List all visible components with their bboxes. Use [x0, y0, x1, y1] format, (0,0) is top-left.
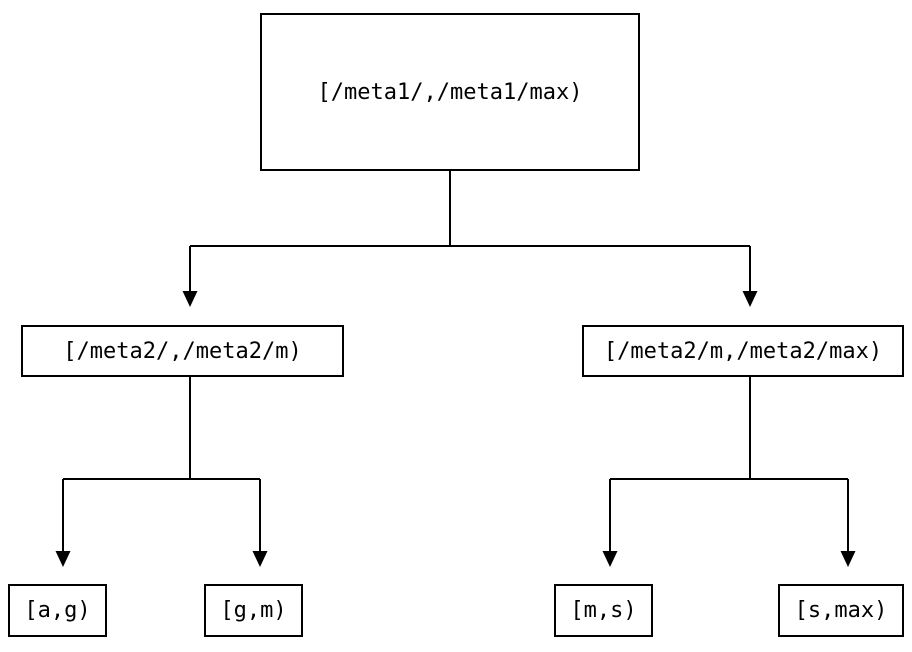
node-meta2-low-range: [/meta2/,/meta2/m) [21, 325, 344, 377]
node-meta2-high-label: [/meta2/m,/meta2/max) [603, 338, 883, 364]
edge-meta2low-to-leaves [55, 377, 268, 567]
edge-meta2high-to-leaves [602, 377, 856, 567]
arrowhead-icon [840, 551, 856, 567]
node-leaf-ms: [m,s) [554, 584, 653, 637]
node-meta2-high-range: [/meta2/m,/meta2/max) [582, 325, 904, 377]
node-leaf-ag-label: [a,g) [24, 598, 91, 623]
edge-root-to-meta2 [182, 171, 758, 307]
node-leaf-smax: [s,max) [778, 584, 904, 637]
arrowhead-icon [182, 291, 198, 307]
node-leaf-ag: [a,g) [8, 584, 107, 637]
node-leaf-smax-label: [s,max) [794, 598, 888, 623]
node-leaf-ms-label: [m,s) [570, 598, 637, 623]
node-leaf-gm: [g,m) [204, 584, 303, 637]
arrowhead-icon [55, 551, 71, 567]
node-meta2-low-label: [/meta2/,/meta2/m) [63, 338, 302, 364]
arrowhead-icon [742, 291, 758, 307]
arrowhead-icon [252, 551, 268, 567]
node-root-label: [/meta1/,/meta1/max) [317, 79, 583, 105]
node-root-range: [/meta1/,/meta1/max) [260, 13, 640, 171]
node-leaf-gm-label: [g,m) [220, 598, 287, 623]
arrowhead-icon [602, 551, 618, 567]
